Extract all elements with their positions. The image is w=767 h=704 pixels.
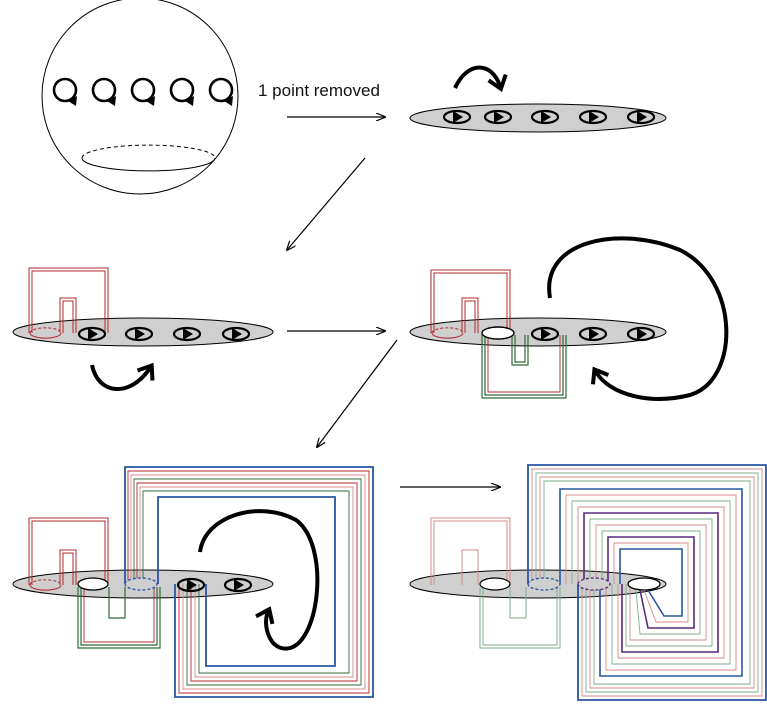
sphere <box>41 0 239 195</box>
disk-panel-5 <box>409 464 767 701</box>
puncture-loops <box>52 77 235 108</box>
point-removed-label: 1 point removed <box>258 81 380 100</box>
transition-arrows <box>287 117 500 487</box>
disk-panel-2 <box>12 267 274 391</box>
sphere-panel <box>41 0 239 195</box>
disk-panel-1 <box>409 65 667 133</box>
disk-panel-3 <box>409 236 729 401</box>
disk-panel-4 <box>12 466 374 698</box>
